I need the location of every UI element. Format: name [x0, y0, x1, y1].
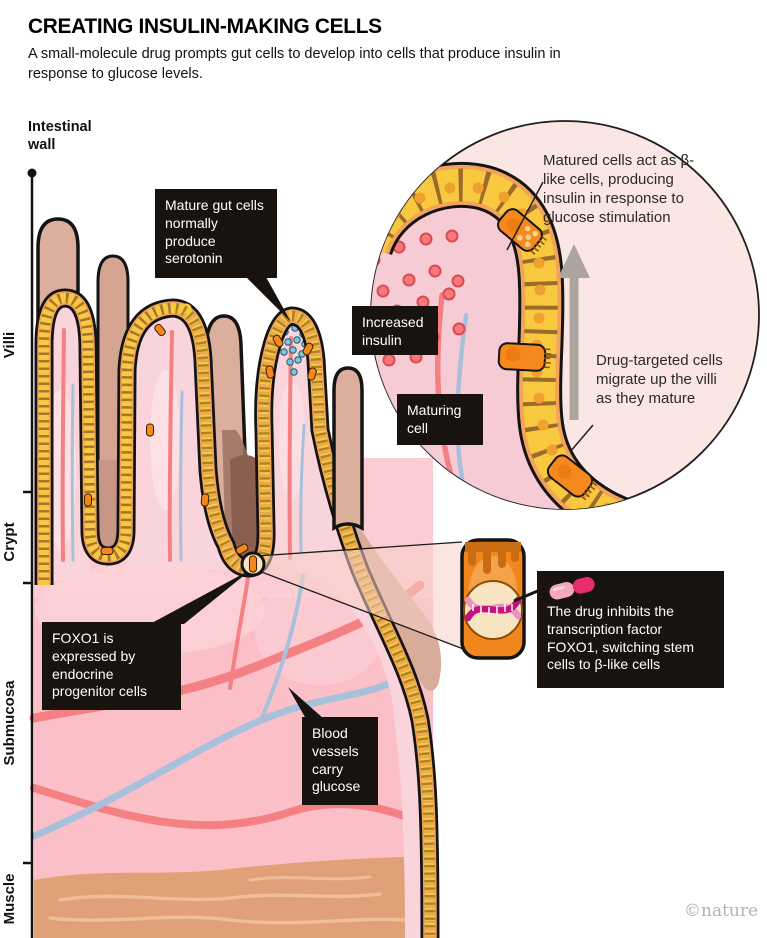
blue-blood-vessel — [30, 656, 424, 840]
page-title: CREATING INSULIN-MAKING CELLS — [28, 14, 382, 38]
callout-maturing-cell: Maturing cell — [397, 394, 483, 445]
villus-interior-highlight — [150, 370, 180, 510]
intestinal-wall-label: Intestinal wall — [28, 119, 92, 153]
callout-text: Blood vessels carry glucose — [312, 725, 361, 795]
callout-text: Maturing cell — [407, 402, 462, 436]
muscle-fiber-line — [58, 892, 382, 902]
highlighted-progenitor-cell — [240, 551, 266, 577]
drug-targeted-cells — [84, 323, 317, 555]
crypt-core — [230, 455, 262, 560]
stem-cell-illustration — [460, 538, 541, 660]
intestinal-wall-axis: Villi Crypt Submucosa Muscle — [1, 168, 37, 938]
villus-interior-highlight — [279, 380, 305, 500]
pointer-foxo1 — [150, 569, 252, 624]
nature-logo: ©nature — [684, 901, 759, 921]
background-villus — [332, 366, 364, 532]
callout-text: FOXO1 is expressed by endocrine progenit… — [52, 630, 147, 700]
muscle-fiber-line — [248, 875, 372, 882]
pointer-mature-gut — [246, 277, 291, 322]
callout-text: The drug inhibits the transcription fact… — [547, 603, 695, 673]
inset-note-matured-cells: Matured cells act as β-like cells, produ… — [543, 152, 695, 227]
pointer-drug-box — [513, 588, 541, 603]
villus-interior — [263, 316, 430, 938]
villus-red-vessel — [60, 328, 66, 562]
magnifier-beam — [256, 541, 467, 651]
matured-beta-like-cell — [497, 208, 547, 255]
callout-blood-vessels: Blood vessels carry glucose — [302, 717, 378, 805]
callout-mature-gut-cells: Mature gut cells normally produce seroto… — [155, 189, 277, 278]
axis-label-crypt: Crypt — [1, 522, 18, 561]
pill-icon — [543, 572, 603, 609]
axis-label-submucosa: Submucosa — [1, 680, 18, 766]
axis-ticks — [23, 490, 33, 865]
migration-arrow — [558, 244, 590, 420]
crypt-core — [93, 460, 123, 548]
callout-increased-insulin: Increased insulin — [352, 306, 438, 355]
pointer-drug-targeted — [569, 424, 594, 453]
inset-note-drug-targeted: Drug-targeted cells migrate up the villi… — [596, 352, 723, 408]
red-blood-vessel — [30, 784, 437, 834]
axis-label-muscle: Muscle — [1, 874, 18, 925]
callout-text: Increased insulin — [362, 314, 424, 348]
villus-red-vessel — [167, 330, 174, 562]
serotonin-dots — [280, 324, 309, 376]
callout-drug: The drug inhibits the transcription fact… — [537, 571, 724, 688]
villus-blue-vessel — [299, 423, 306, 554]
muscle-fiber-line — [48, 915, 422, 925]
villus-blue-vessel — [179, 390, 184, 562]
migrating-cell-graphic — [546, 454, 598, 501]
pointer-matured-cells — [506, 181, 544, 251]
page-subtitle: A small-molecule drug prompts gut cells … — [28, 46, 561, 83]
dna-icon — [463, 580, 523, 640]
pointer-blood-vessels — [288, 687, 324, 719]
maturing-cell-graphic — [497, 342, 552, 372]
axis-label-villi: Villi — [1, 332, 18, 358]
callout-foxo1: FOXO1 is expressed by endocrine progenit… — [42, 622, 181, 710]
callout-text: Mature gut cells normally produce seroto… — [165, 197, 264, 267]
villus-blue-vessel — [70, 383, 75, 562]
